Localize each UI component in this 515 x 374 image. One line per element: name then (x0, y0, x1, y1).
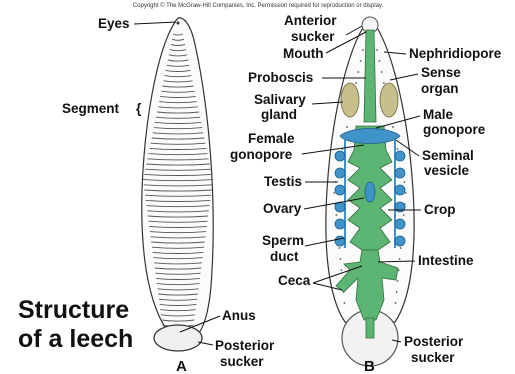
label-male-gonopore-line1: Male (423, 107, 454, 122)
nephridiopore-dot (376, 49, 378, 51)
label-ovary: Ovary (263, 201, 302, 216)
nephridiopore-dot (360, 60, 362, 62)
label-nephridiopore: Nephridiopore (409, 46, 502, 61)
copyright-notice: Copyright © The McGraw-Hill Companies, I… (133, 2, 384, 9)
label-intestine: Intestine (418, 253, 474, 268)
leader-eyes (134, 22, 176, 24)
label-sperm-duct-line1: Sperm (262, 233, 304, 248)
testis (395, 236, 405, 246)
label-anterior-sucker-line1: Anterior (284, 13, 337, 28)
label-salivary-gland-line1: Salivary (254, 92, 306, 107)
nephridiopore-dot (405, 192, 407, 194)
salivary-gland-left (341, 83, 359, 117)
panel-label-a: A (176, 358, 187, 374)
label-mouth: Mouth (283, 46, 323, 61)
nephridiopore-dot (338, 247, 340, 249)
testis (395, 168, 405, 178)
testis (335, 151, 345, 161)
testis (395, 185, 405, 195)
nephridiopore-dot (383, 82, 385, 84)
testis (395, 151, 405, 161)
nephridiopore-dot (399, 258, 401, 260)
leech-a-posterior-sucker (154, 325, 202, 351)
label-sense-organ-line1: Sense (421, 65, 461, 80)
label-posterior-sucker-b-line2: sucker (411, 350, 455, 365)
label-crop: Crop (424, 202, 456, 217)
label-salivary-gland-line2: gland (261, 107, 297, 122)
label-ceca: Ceca (278, 273, 311, 288)
label-eyes: Eyes (98, 16, 130, 31)
salivary-gland-right (380, 83, 398, 117)
nephridiopore-dot (396, 291, 398, 293)
label-posterior-sucker-a-line1: Posterior (215, 338, 275, 353)
nephridiopore-dot (346, 126, 348, 128)
label-seminal-vesicle-line2: vesicle (424, 163, 470, 178)
leech-a-external-view (142, 18, 213, 351)
testis (335, 168, 345, 178)
label-sperm-duct-line2: duct (270, 249, 299, 264)
label-segment: Segment (62, 101, 120, 116)
nephridiopore-dot (340, 269, 342, 271)
nephridiopore-dot (362, 49, 364, 51)
nephridiopore-dot (355, 82, 357, 84)
nephridiopore-dot (357, 71, 359, 73)
leech-b-internal-view (326, 17, 414, 366)
nephridiopore-dot (344, 302, 346, 304)
label-female-gonopore-line2: gonopore (230, 147, 293, 162)
label-posterior-sucker-a-line2: sucker (220, 354, 264, 369)
segment-brace: { (136, 101, 141, 116)
testis (335, 219, 345, 229)
panel-label-b: B (364, 358, 375, 374)
nephridiopore-dot (335, 214, 337, 216)
nephridiopore-dot (378, 60, 380, 62)
nephridiopore-dot (381, 71, 383, 73)
title-line-2: of a leech (18, 325, 133, 353)
ovary (365, 182, 375, 202)
label-anus: Anus (222, 308, 256, 323)
label-posterior-sucker-b-line1: Posterior (404, 334, 464, 349)
leech-a-eye-spot (177, 22, 180, 25)
label-seminal-vesicle-line1: Seminal (422, 148, 474, 163)
nephridiopore-dot (403, 181, 405, 183)
testis (395, 219, 405, 229)
label-proboscis: Proboscis (248, 70, 313, 85)
nephridiopore-dot (400, 247, 402, 249)
title-line-1: Structure (18, 296, 129, 324)
nephridiopore-dot (339, 258, 341, 260)
label-anterior-sucker-line2: sucker (291, 29, 335, 44)
label-testis: Testis (264, 174, 302, 189)
nephridiopore-dot (395, 302, 397, 304)
nephridiopore-dot (397, 280, 399, 282)
label-female-gonopore-line1: Female (248, 131, 295, 146)
testis (335, 236, 345, 246)
nephridiopore-dot (403, 214, 405, 216)
nephridiopore-dot (333, 192, 335, 194)
label-sense-organ-line2: organ (421, 81, 459, 96)
testis (335, 185, 345, 195)
seminal-vesicle (340, 129, 400, 144)
rectum (366, 318, 374, 338)
nephridiopore-dot (392, 126, 394, 128)
nephridiopore-dot (397, 148, 399, 150)
label-male-gonopore-line2: gonopore (423, 122, 486, 137)
proboscis (364, 30, 376, 122)
